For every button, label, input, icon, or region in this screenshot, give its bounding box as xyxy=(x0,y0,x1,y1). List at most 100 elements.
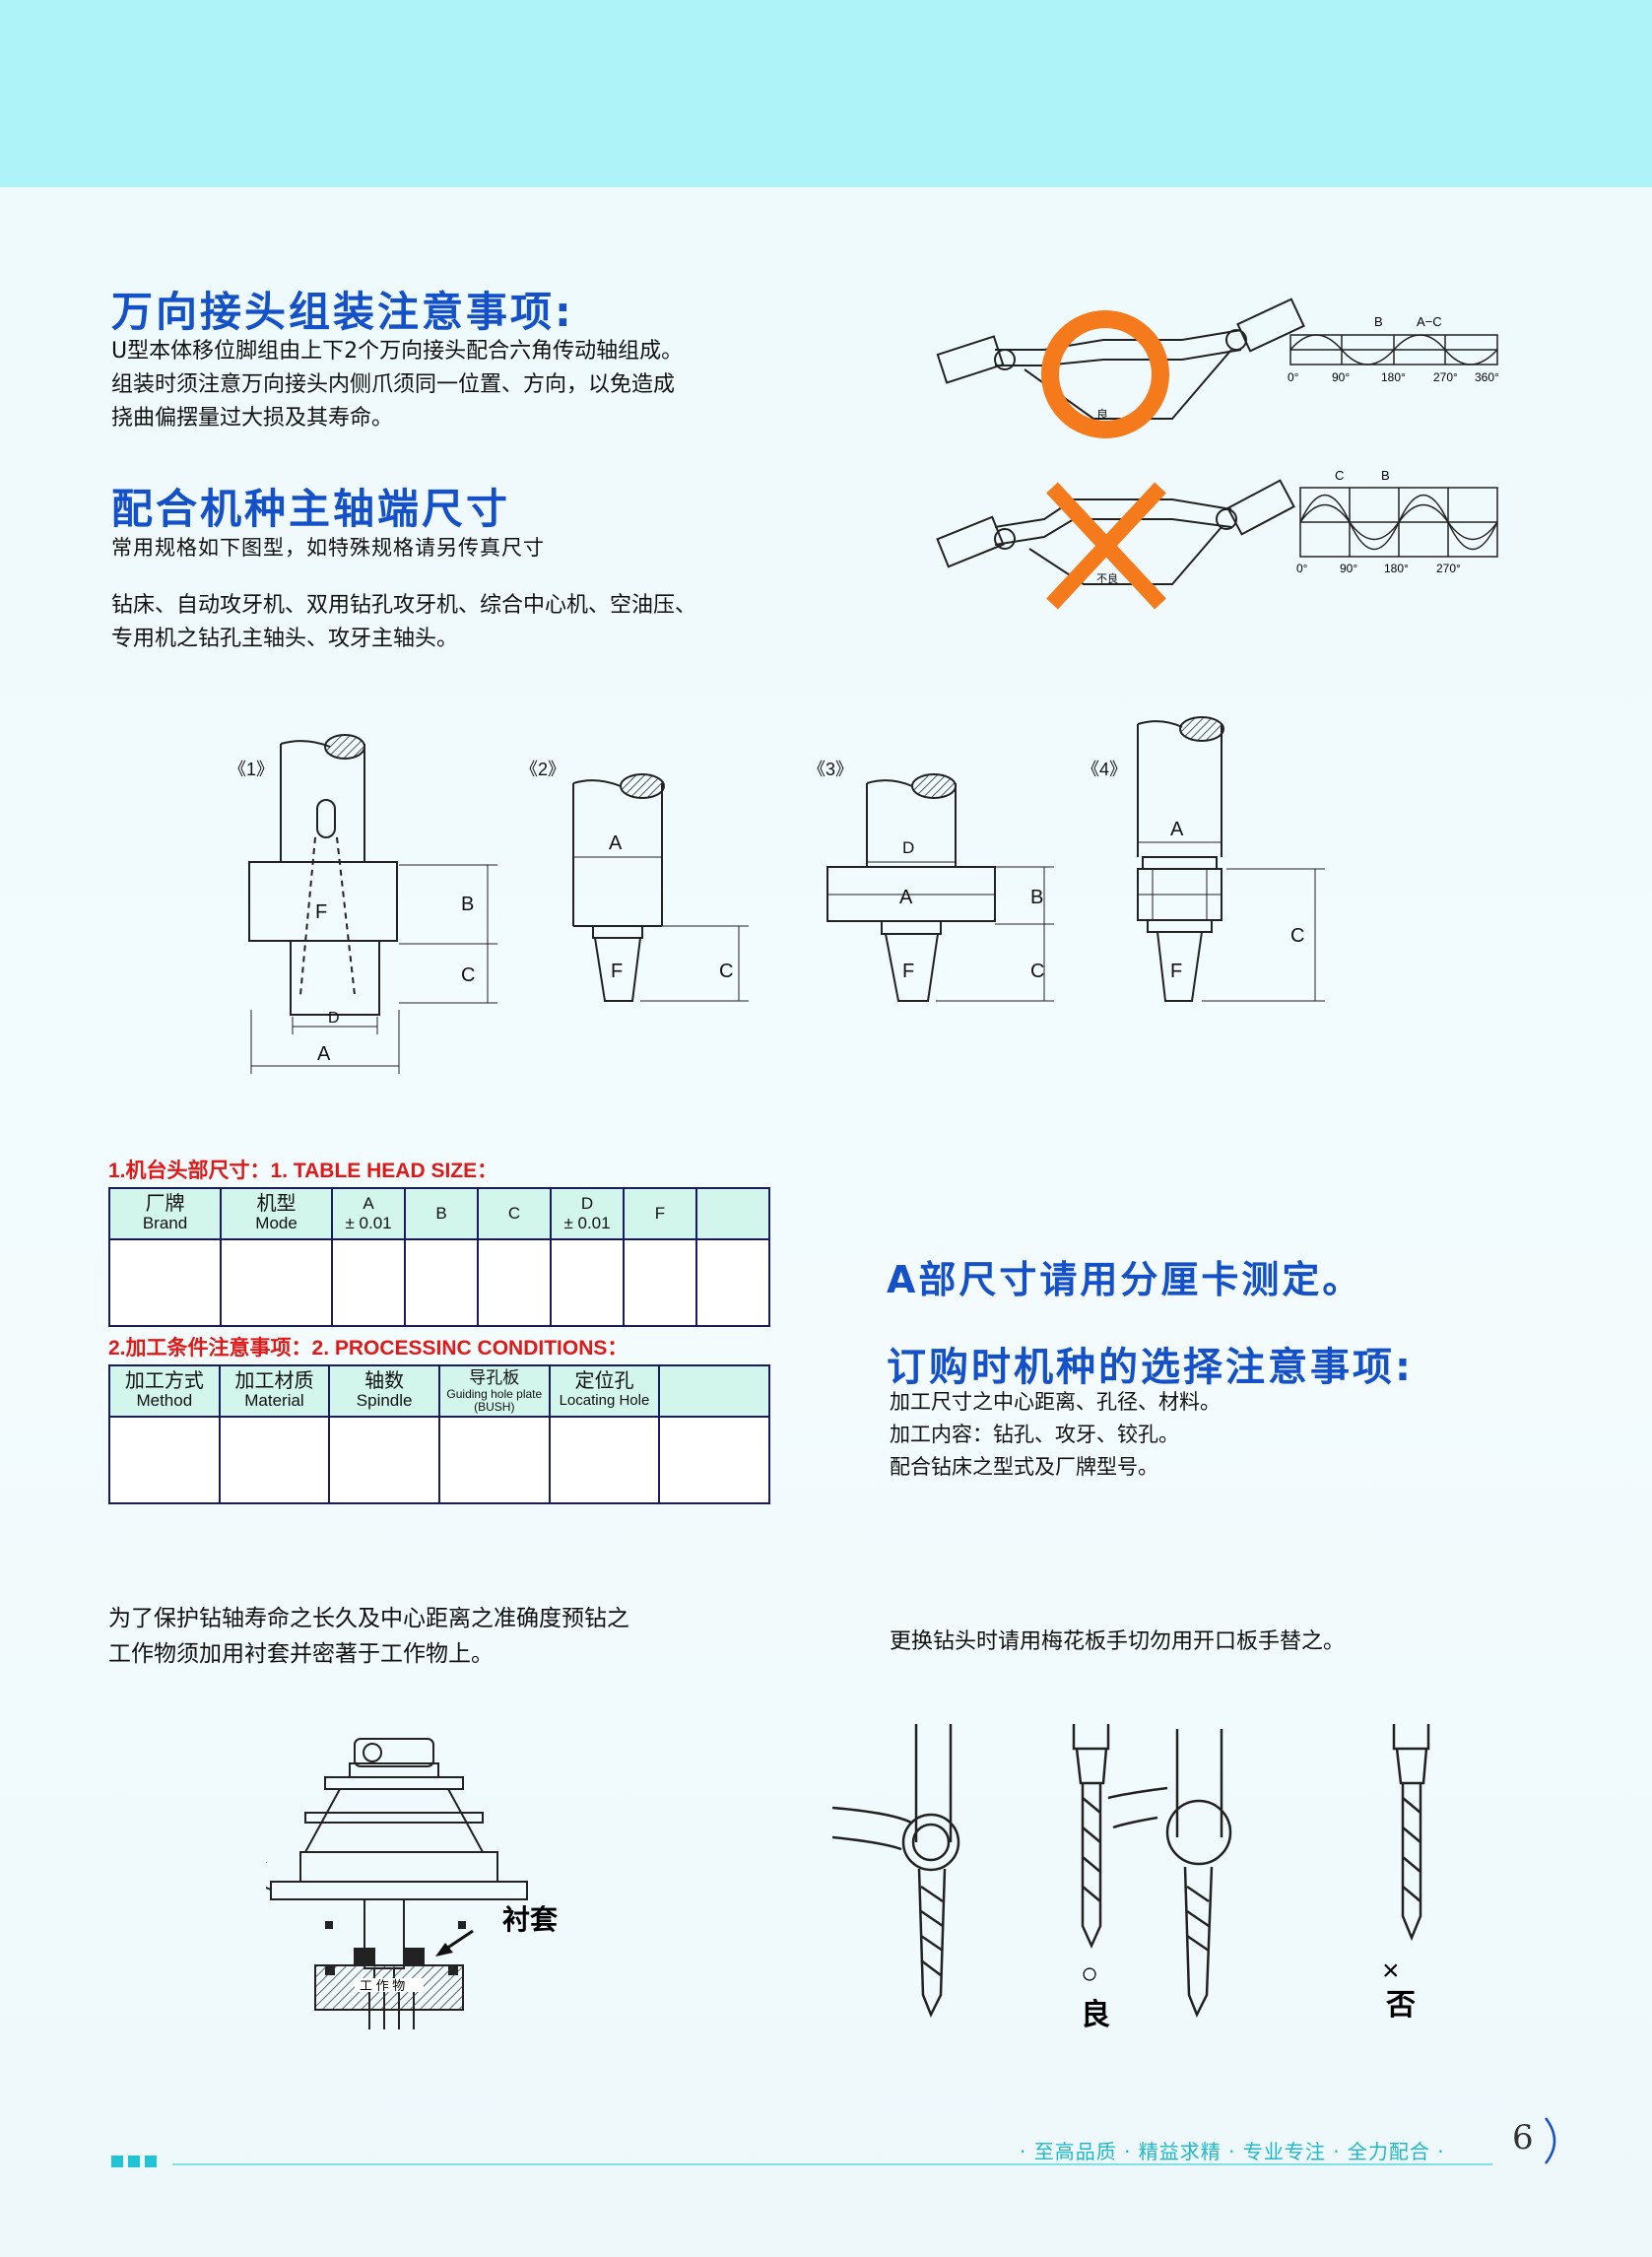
col-blank xyxy=(694,1187,771,1240)
bushing-diagram: 工 作 物 衬套 xyxy=(266,1738,559,2029)
col-b: B xyxy=(404,1187,480,1240)
page-number: 6 xyxy=(1512,2118,1534,2157)
table-cell[interactable] xyxy=(477,1238,553,1327)
table-cell[interactable] xyxy=(218,1416,331,1504)
footer-square xyxy=(111,2156,123,2167)
top-color-band xyxy=(0,0,1652,187)
order-line: 加工内容：钻孔、攻牙、铰孔。 xyxy=(890,1423,1179,1446)
bad-cross-icon xyxy=(1046,482,1166,610)
wave-tick: 360° xyxy=(1475,370,1499,384)
section1-title: 万向接头组装注意事项: xyxy=(111,288,574,336)
bushing-note: 为了保护钻轴寿命之长久及中心距离之准确度预钻之 工作物须加用衬套并密著于工作物上… xyxy=(108,1601,629,1672)
order-line: 加工尺寸之中心距离、孔径、材料。 xyxy=(890,1390,1221,1414)
good-mark-icon: ○ xyxy=(1081,1958,1098,1990)
wave-tick: 180° xyxy=(1381,370,1406,384)
footer-square xyxy=(145,2156,157,2167)
dim-label: F xyxy=(1170,961,1182,982)
bad-mark-label: 否 xyxy=(1386,1989,1416,2022)
bad-mark-icon: × xyxy=(1382,1955,1400,1987)
section2-title: 配合机种主轴端尺寸 xyxy=(111,485,511,533)
table-cell[interactable] xyxy=(328,1416,440,1504)
page-bracket-icon xyxy=(1545,2117,1556,2164)
spindle-type-1 xyxy=(248,734,497,1074)
footer-square xyxy=(128,2156,140,2167)
order-line: 配合钻床之型式及厂牌型号。 xyxy=(890,1455,1158,1479)
section2-line: 钻床、自动攻牙机、双用钻孔攻牙机、综合中心机、空油压、 xyxy=(111,593,697,618)
col-d: D± 0.01 xyxy=(550,1187,625,1240)
dim-label: F xyxy=(902,961,914,982)
wave-tick: 270° xyxy=(1433,370,1458,384)
good-circle-icon xyxy=(1041,310,1169,438)
section1-line: U型本体移位脚组由上下2个万向接头配合六角传动轴组成。 xyxy=(111,339,684,364)
section2-subtitle: 常用规格如下图型，如特殊规格请另传真尺寸 xyxy=(111,536,545,560)
spindle-type-label: 《4》 xyxy=(1082,760,1127,779)
section1-line: 挠曲偏摆量过大损及其寿命。 xyxy=(111,406,394,431)
section1-line: 组装时须注意万向接头内侧爪须同一位置、方向，以免造成 xyxy=(111,372,676,397)
wave-tick: 90° xyxy=(1332,370,1350,384)
dim-label: D xyxy=(328,1010,340,1027)
dim-label: B xyxy=(1030,887,1043,908)
footer-slogan: · 至高品质 · 精益求精 · 专业专注 · 全力配合 · xyxy=(1020,2140,1445,2163)
good-mark-label: 良 xyxy=(1081,1998,1110,2031)
table-cell[interactable] xyxy=(550,1238,625,1327)
col-blank xyxy=(658,1364,770,1418)
dim-label: F xyxy=(315,901,327,923)
spindle-type-2 xyxy=(572,773,749,1002)
bushing-line: 为了保护钻轴寿命之长久及中心距离之准确度预钻之 xyxy=(108,1606,629,1631)
footer-line xyxy=(172,2163,1492,2165)
wave-tick: 90° xyxy=(1340,562,1357,575)
table-cell[interactable] xyxy=(623,1238,697,1327)
table-cell[interactable] xyxy=(548,1416,661,1504)
col-c: C xyxy=(477,1187,553,1240)
spindle-type-4 xyxy=(1137,716,1325,1002)
order-notes: 加工尺寸之中心距离、孔径、材料。 加工内容：钻孔、攻牙、铰孔。 配合钻床之型式及… xyxy=(890,1386,1221,1484)
table-cell[interactable] xyxy=(437,1416,551,1504)
section2-body: 钻床、自动攻牙机、双用钻孔攻牙机、综合中心机、空油压、 专用机之钻孔主轴头、攻牙… xyxy=(111,589,696,656)
wave-label: B xyxy=(1374,314,1383,329)
dim-label: C xyxy=(461,964,475,986)
good-label: 良 xyxy=(1096,407,1108,422)
wrench-note: 更换钻头时请用梅花板手切勿用开口板手替之。 xyxy=(890,1629,1346,1654)
dim-label: A xyxy=(609,832,623,854)
table-cell[interactable] xyxy=(694,1238,771,1327)
table-cell[interactable] xyxy=(404,1238,480,1327)
dim-label: D xyxy=(902,838,914,857)
bushing-line: 工作物须加用衬套并密著于工作物上。 xyxy=(108,1641,494,1667)
wave-label: B xyxy=(1381,468,1390,483)
spindle-diagrams: 《1》 B F C D A 《2》 A F C 《3》 D A B F C 《4… xyxy=(229,716,1325,1074)
dim-label: A xyxy=(317,1043,331,1065)
table-cell[interactable] xyxy=(331,1238,407,1327)
table-row xyxy=(107,1238,771,1327)
table-cell[interactable] xyxy=(107,1238,223,1327)
table-cell[interactable] xyxy=(658,1416,770,1504)
dim-label: F xyxy=(611,961,623,982)
col-f: F xyxy=(623,1187,697,1240)
wave-tick: 0° xyxy=(1288,370,1299,384)
dim-label: A xyxy=(1170,819,1184,840)
wave-label: C xyxy=(1335,468,1344,483)
spindle-type-label: 《1》 xyxy=(229,760,274,779)
wave-bad xyxy=(1299,487,1498,558)
table-cell[interactable] xyxy=(220,1238,334,1327)
bad-label: 不良 xyxy=(1096,571,1118,585)
spindle-type-label: 《3》 xyxy=(808,760,853,779)
table-cell[interactable] xyxy=(108,1416,221,1504)
table1-heading: 1.机台头部尺寸：1. TABLE HEAD SIZE： xyxy=(108,1160,498,1182)
dim-label: A xyxy=(899,887,913,908)
table-row xyxy=(108,1416,770,1504)
table2-heading: 2.加工条件注意事项：2. PROCESSINC CONDITIONS： xyxy=(108,1337,628,1360)
dim-label: C xyxy=(1290,925,1304,947)
wave-label: A−C xyxy=(1417,314,1442,329)
dim-label: B xyxy=(461,894,474,915)
wave-tick: 0° xyxy=(1296,562,1308,575)
dim-label: C xyxy=(1030,961,1044,982)
section1-body: U型本体移位脚组由上下2个万向接头配合六角传动轴组成。 组装时须注意万向接头内侧… xyxy=(111,335,683,435)
